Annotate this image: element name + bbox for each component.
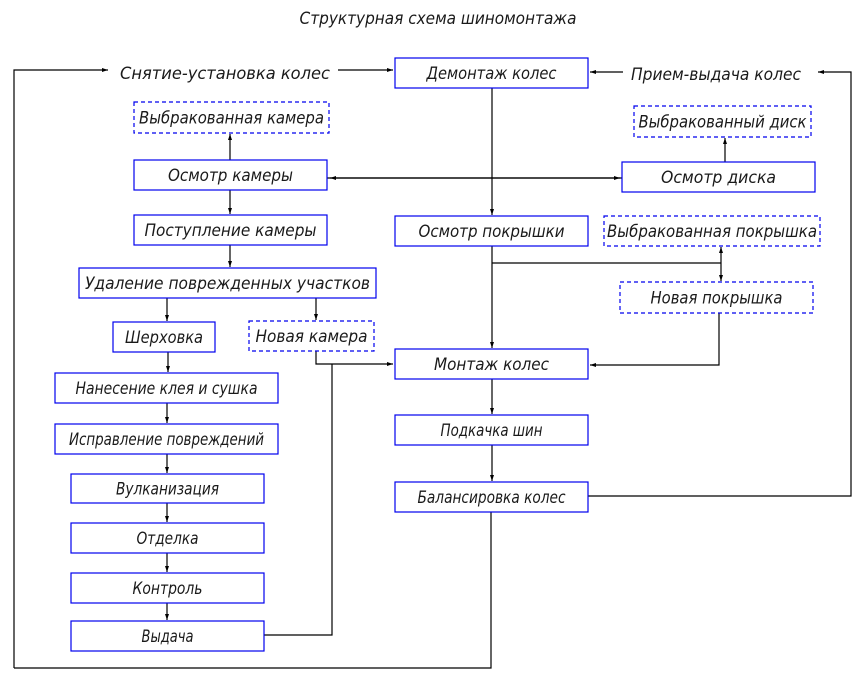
node-rejected-tube: Выбракованная камера <box>133 101 330 134</box>
node-box <box>70 473 265 504</box>
node-box <box>70 522 265 554</box>
node-label: Удаление поврежденных участков <box>85 274 370 294</box>
node-label: Осмотр диска <box>661 168 776 188</box>
node-label: Вулканизация <box>116 480 219 500</box>
node-label: Контроль <box>133 579 203 599</box>
node-box <box>70 572 265 604</box>
node-glue-drying: Нанесение клея и сушка <box>54 372 279 404</box>
node-box <box>54 423 279 455</box>
connector-line <box>13 68 108 668</box>
node-label: Выбракованный диск <box>639 113 808 133</box>
node-label: Подкачка шин <box>441 421 543 441</box>
node-label: Демонтаж колес <box>426 64 558 84</box>
node-inflation: Подкачка шин <box>394 414 589 446</box>
node-label: Балансировка колес <box>418 488 567 508</box>
diagram-title: Структурная схема шиномонтажа <box>300 9 577 29</box>
connector-line <box>264 364 333 636</box>
connector-line <box>588 70 852 497</box>
connectors <box>13 68 852 669</box>
node-new-tube: Новая камера <box>248 320 375 352</box>
connector-line <box>315 351 393 366</box>
node-demontazh: Демонтаж колес <box>394 57 589 89</box>
node-label: Отделка <box>137 529 199 549</box>
node-rim-inspection: Осмотр диска <box>621 161 816 193</box>
connector-line <box>14 512 492 669</box>
node-balancing: Балансировка колес <box>394 481 589 513</box>
node-box <box>621 161 816 193</box>
node-rejected-rim: Выбракованный диск <box>633 105 812 138</box>
node-box <box>70 620 265 652</box>
node-label: Выдача <box>142 627 194 647</box>
node-issue: Выдача <box>70 620 265 652</box>
node-label: Выбракованная покрышка <box>607 222 817 242</box>
node-box <box>394 215 589 247</box>
node-tire-inspection: Осмотр покрышки <box>394 215 589 247</box>
node-damage-removal: Удаление поврежденных участков <box>78 267 377 299</box>
node-vulcanization: Вулканизация <box>70 473 265 504</box>
node-tube-inspection: Осмотр камеры <box>133 159 328 191</box>
node-box <box>619 281 814 314</box>
node-tube-intake: Поступление камеры <box>133 214 328 246</box>
node-box <box>133 159 328 191</box>
node-label: Исправление повреждений <box>69 430 264 450</box>
node-finishing: Отделка <box>70 522 265 554</box>
node-label: Осмотр покрышки <box>419 222 565 242</box>
node-box <box>248 320 375 352</box>
node-label: Шерховка <box>125 328 203 348</box>
node-damage-repair: Исправление повреждений <box>54 423 279 455</box>
node-box <box>394 57 589 89</box>
node-rejected-tire: Выбракованная покрышка <box>603 215 821 247</box>
node-roughening: Шерховка <box>112 321 216 353</box>
node-box <box>394 414 589 446</box>
node-box <box>133 214 328 246</box>
node-box <box>394 481 589 513</box>
node-label: Новая покрышка <box>651 289 783 309</box>
node-box <box>133 101 330 134</box>
node-label: Монтаж колес <box>434 355 550 375</box>
node-label: Осмотр камеры <box>168 166 293 186</box>
node-box <box>633 105 812 138</box>
node-box <box>54 372 279 404</box>
node-label: Нанесение клея и сушка <box>76 379 258 399</box>
node-label: Выбракованная камера <box>139 109 324 129</box>
node-new-tire: Новая покрышка <box>619 281 814 314</box>
label-removal-installation: Снятие-установка колес <box>120 64 331 84</box>
label-reception-issue: Прием-выдача колес <box>631 65 802 85</box>
node-box <box>112 321 216 353</box>
node-control: Контроль <box>70 572 265 604</box>
node-box <box>78 267 377 299</box>
node-label: Новая камера <box>256 327 368 347</box>
connector-line <box>590 313 720 367</box>
node-box <box>394 348 589 380</box>
node-label: Поступление камеры <box>145 221 317 241</box>
node-box <box>603 215 821 247</box>
node-mounting: Монтаж колес <box>394 348 589 380</box>
